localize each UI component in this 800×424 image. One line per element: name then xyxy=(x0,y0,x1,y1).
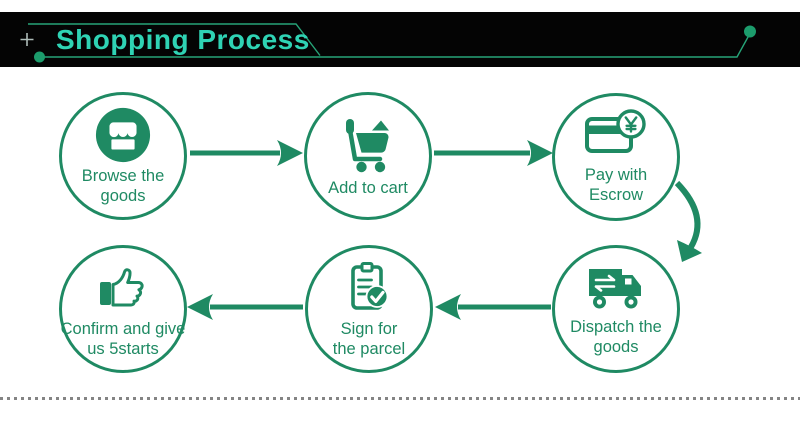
card-payment-yen-icon xyxy=(584,109,648,163)
arrow-dispatch-to-sign xyxy=(435,294,551,320)
step-add-to-cart: Add to cart xyxy=(304,92,432,220)
step-browse-goods: Browse the goods xyxy=(59,92,187,220)
step-label: Sign for the parcel xyxy=(332,320,406,358)
clipboard-check-icon xyxy=(340,259,398,317)
arrow-browse-to-cart xyxy=(190,140,303,166)
shopping-cart-icon xyxy=(337,114,399,176)
dotted-divider xyxy=(0,397,800,400)
delivery-truck-icon xyxy=(585,261,647,315)
step-label: Browse the goods xyxy=(81,167,165,205)
page-title: Shopping Process xyxy=(56,23,310,55)
thumbs-up-icon xyxy=(93,259,153,317)
step-pay-with-escrow: Pay with Escrow xyxy=(552,93,680,221)
step-label: Confirm and give us 5starts xyxy=(60,320,186,358)
step-sign-parcel: Sign for the parcel xyxy=(305,245,433,373)
arrow-cart-to-pay xyxy=(434,140,553,166)
storefront-icon xyxy=(94,106,152,164)
step-dispatch-goods: Dispatch the goods xyxy=(552,245,680,373)
arrow-sign-to-confirm xyxy=(187,294,303,320)
step-label: Dispatch the goods xyxy=(570,318,662,356)
step-label: Pay with Escrow xyxy=(584,166,648,204)
step-confirm-5stars: Confirm and give us 5starts xyxy=(59,245,187,373)
step-label: Add to cart xyxy=(328,178,408,197)
